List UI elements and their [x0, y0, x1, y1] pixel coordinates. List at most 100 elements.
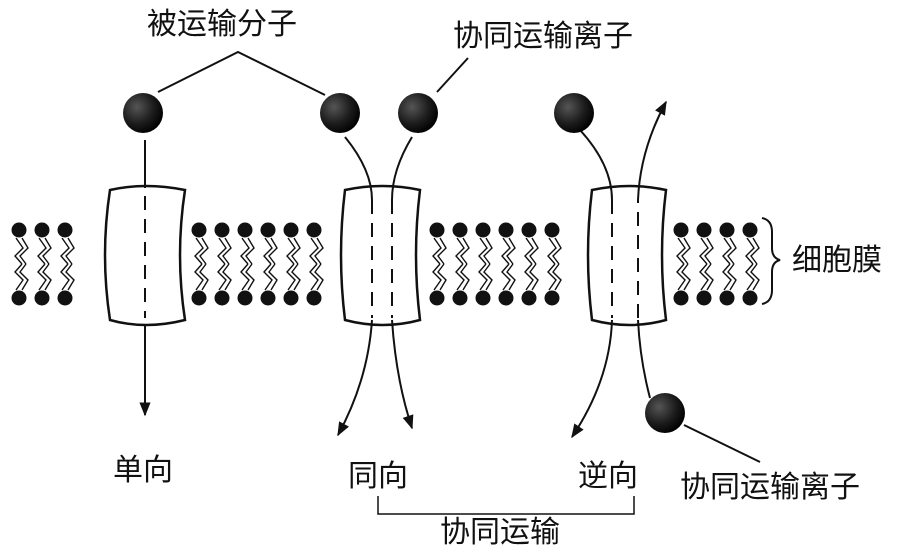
lipid-tail [750, 263, 760, 291]
lipid-tail [524, 263, 534, 291]
lipid-tail [552, 263, 562, 291]
lipid-tail [501, 263, 511, 291]
lipid-head [742, 222, 758, 238]
lipid-tail [309, 263, 319, 291]
lipid-tail [529, 263, 539, 291]
lipid-tail [240, 263, 250, 291]
lipid-tail [547, 263, 557, 291]
lipid-tail [676, 263, 686, 291]
lipid-tail [745, 237, 755, 265]
lipid-tail [19, 263, 29, 291]
lipid-tail [37, 263, 47, 291]
transported-molecule-uniport [123, 93, 163, 133]
lipid-tail [699, 237, 709, 265]
lipid-head [719, 222, 735, 238]
lipid-tail [699, 263, 709, 291]
lipid-tail [60, 263, 70, 291]
lipid-tail [722, 237, 732, 265]
lipid-head [673, 290, 689, 306]
lipid-tail [194, 263, 204, 291]
lipid-tail [217, 263, 227, 291]
lipid-tail [727, 237, 737, 265]
lipid-tail [460, 237, 470, 265]
lipid-head [498, 290, 514, 306]
cotransport-bracket [377, 496, 635, 515]
lipid-tail [506, 263, 516, 291]
lipid-tail [727, 263, 737, 291]
lipid-head [57, 222, 73, 238]
lipid-tail [268, 263, 278, 291]
label-cell-membrane: 细胞膜 [792, 243, 882, 278]
lipid-head [11, 290, 27, 306]
lipid-head [237, 222, 253, 238]
lipid-tail [524, 237, 534, 265]
cotransport-ion-symport [398, 93, 438, 133]
membrane-brace [761, 217, 781, 305]
lipid-tail [194, 237, 204, 265]
lipid-tail [483, 263, 493, 291]
transported-molecule-antiport [554, 93, 594, 133]
lipid-tail [19, 237, 29, 265]
lipid-tail [65, 237, 75, 265]
lipid-head [452, 290, 468, 306]
lipid-head [260, 222, 276, 238]
lipid-tail [552, 237, 562, 265]
lipid-tail [217, 237, 227, 265]
lipid-tail [437, 263, 447, 291]
lipid-tail [704, 263, 714, 291]
lipid-tail [432, 237, 442, 265]
lipid-tail [14, 237, 24, 265]
lipid-tail [286, 237, 296, 265]
label-symport: 同向 [348, 459, 408, 494]
lipid-tail [222, 237, 232, 265]
lipid-tail [245, 237, 255, 265]
lipid-tail [222, 263, 232, 291]
particles [123, 93, 685, 433]
lipid-tail [199, 263, 209, 291]
lipid-tail [745, 263, 755, 291]
label-cotransport-ion-bottom: 协同运输离子 [680, 470, 860, 505]
lipid-tail [286, 263, 296, 291]
lipid-tail [314, 237, 324, 265]
lipid-tail [65, 263, 75, 291]
lipid-head [429, 290, 445, 306]
lipid-tail [42, 237, 52, 265]
lipid-head [498, 222, 514, 238]
leader-lines [157, 50, 761, 463]
lipid-tail [240, 237, 250, 265]
lipid-tail [37, 237, 47, 265]
lipid-tail [676, 237, 686, 265]
lipid-head [452, 222, 468, 238]
lipid-tail [199, 237, 209, 265]
lipid-head [34, 222, 50, 238]
label-transported-molecule: 被运输分子 [147, 7, 297, 42]
lipid-head [306, 222, 322, 238]
lipid-tail [432, 263, 442, 291]
lipid-tail [722, 263, 732, 291]
lipid-tail [263, 263, 273, 291]
lipid-tail [263, 237, 273, 265]
lipid-tail [268, 237, 278, 265]
lipid-tail [483, 237, 493, 265]
lipid-tail [478, 237, 488, 265]
lipid-head [544, 290, 560, 306]
lipid-tail [681, 237, 691, 265]
lipid-head [475, 222, 491, 238]
cotransport-ion-antiport [645, 393, 685, 433]
lipid-head [191, 222, 207, 238]
lipid-tail [529, 237, 539, 265]
lipid-tail [501, 237, 511, 265]
lipid-tail [291, 263, 301, 291]
label-cotransport-ion-top: 协同运输离子 [453, 19, 633, 54]
lipid-head [214, 290, 230, 306]
lipid-head [696, 290, 712, 306]
lipid-tail [455, 263, 465, 291]
lipid-tail [681, 263, 691, 291]
lipid-tail [704, 237, 714, 265]
lipid-tail [506, 237, 516, 265]
symport-arrows [337, 136, 414, 437]
lipid-tail [547, 237, 557, 265]
lipid-tail [750, 237, 760, 265]
lipid-head [34, 290, 50, 306]
